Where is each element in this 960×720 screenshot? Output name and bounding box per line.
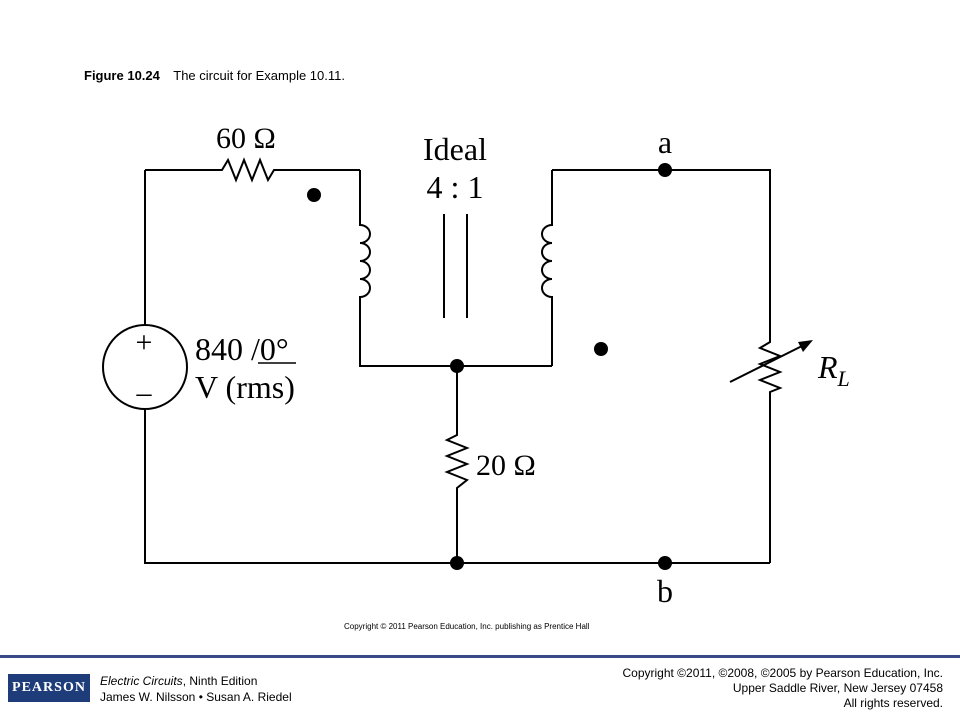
resistor-20-ohm [444,366,470,563]
book-title-line: Electric Circuits, Ninth Edition [100,673,292,689]
footer-divider [0,655,960,658]
load-arrow-head [798,340,813,352]
book-authors: James W. Nilsson • Susan A. Riedel [100,690,292,704]
source-plus-sign: + [136,326,153,359]
junction-dot-bottom [450,556,464,570]
polarity-dot-secondary [594,342,608,356]
figure-caption: Figure 10.24 The circuit for Example 10.… [84,68,345,83]
node-a-dot [658,163,672,177]
label-load: RL [817,349,850,391]
resistor-60-ohm [145,157,360,183]
source-minus-sign: – [136,376,153,409]
wire-primary-bottom [359,318,552,367]
label-node-a: a [658,124,672,160]
load-subscript: L [837,366,850,391]
label-r-source: 60 Ω [216,122,276,155]
book-info: Electric Circuits, Ninth Edition James W… [100,673,292,705]
pearson-logo: PEARSON [8,674,90,702]
load-resistor [757,338,783,563]
polarity-dot-primary [307,188,321,202]
copyright-line-1: Copyright ©2011, ©2008, ©2005 by Pearson… [622,666,943,680]
source-angle: /0° [251,331,289,367]
copyright-line-3: All rights reserved. [843,696,943,710]
copyright-info: Copyright ©2011, ©2008, ©2005 by Pearson… [622,666,943,711]
copyright-line-2: Upper Saddle River, New Jersey 07458 [732,681,943,695]
load-arrow-shaft [729,342,809,383]
label-transformer-ideal: Ideal [423,131,487,167]
label-r-ground: 20 Ω [476,449,536,482]
circuit-diagram: 60 Ω Ideal 4 : 1 + – 840/0° V (rms) 20 Ω… [102,122,850,609]
junction-dot-center [450,359,464,373]
figure-label: Figure 10.24 [84,68,160,83]
secondary-coil [541,170,553,318]
label-node-b: b [657,573,673,609]
label-source-value: 840/0° [195,331,289,367]
label-transformer-ratio: 4 : 1 [427,169,484,205]
wire-left-bottom [144,409,770,564]
book-title: Electric Circuits [100,674,183,688]
figure-copyright: Copyright © 2011 Pearson Education, Inc.… [344,622,590,631]
label-source-units: V (rms) [195,369,295,405]
wire-right-top [552,169,771,338]
source-magnitude: 840 [195,331,243,367]
load-symbol: R [817,349,838,385]
primary-coil [359,170,371,318]
book-edition: , Ninth Edition [182,674,258,688]
node-b-dot [658,556,672,570]
figure-caption-text: The circuit for Example 10.11. [173,68,345,83]
